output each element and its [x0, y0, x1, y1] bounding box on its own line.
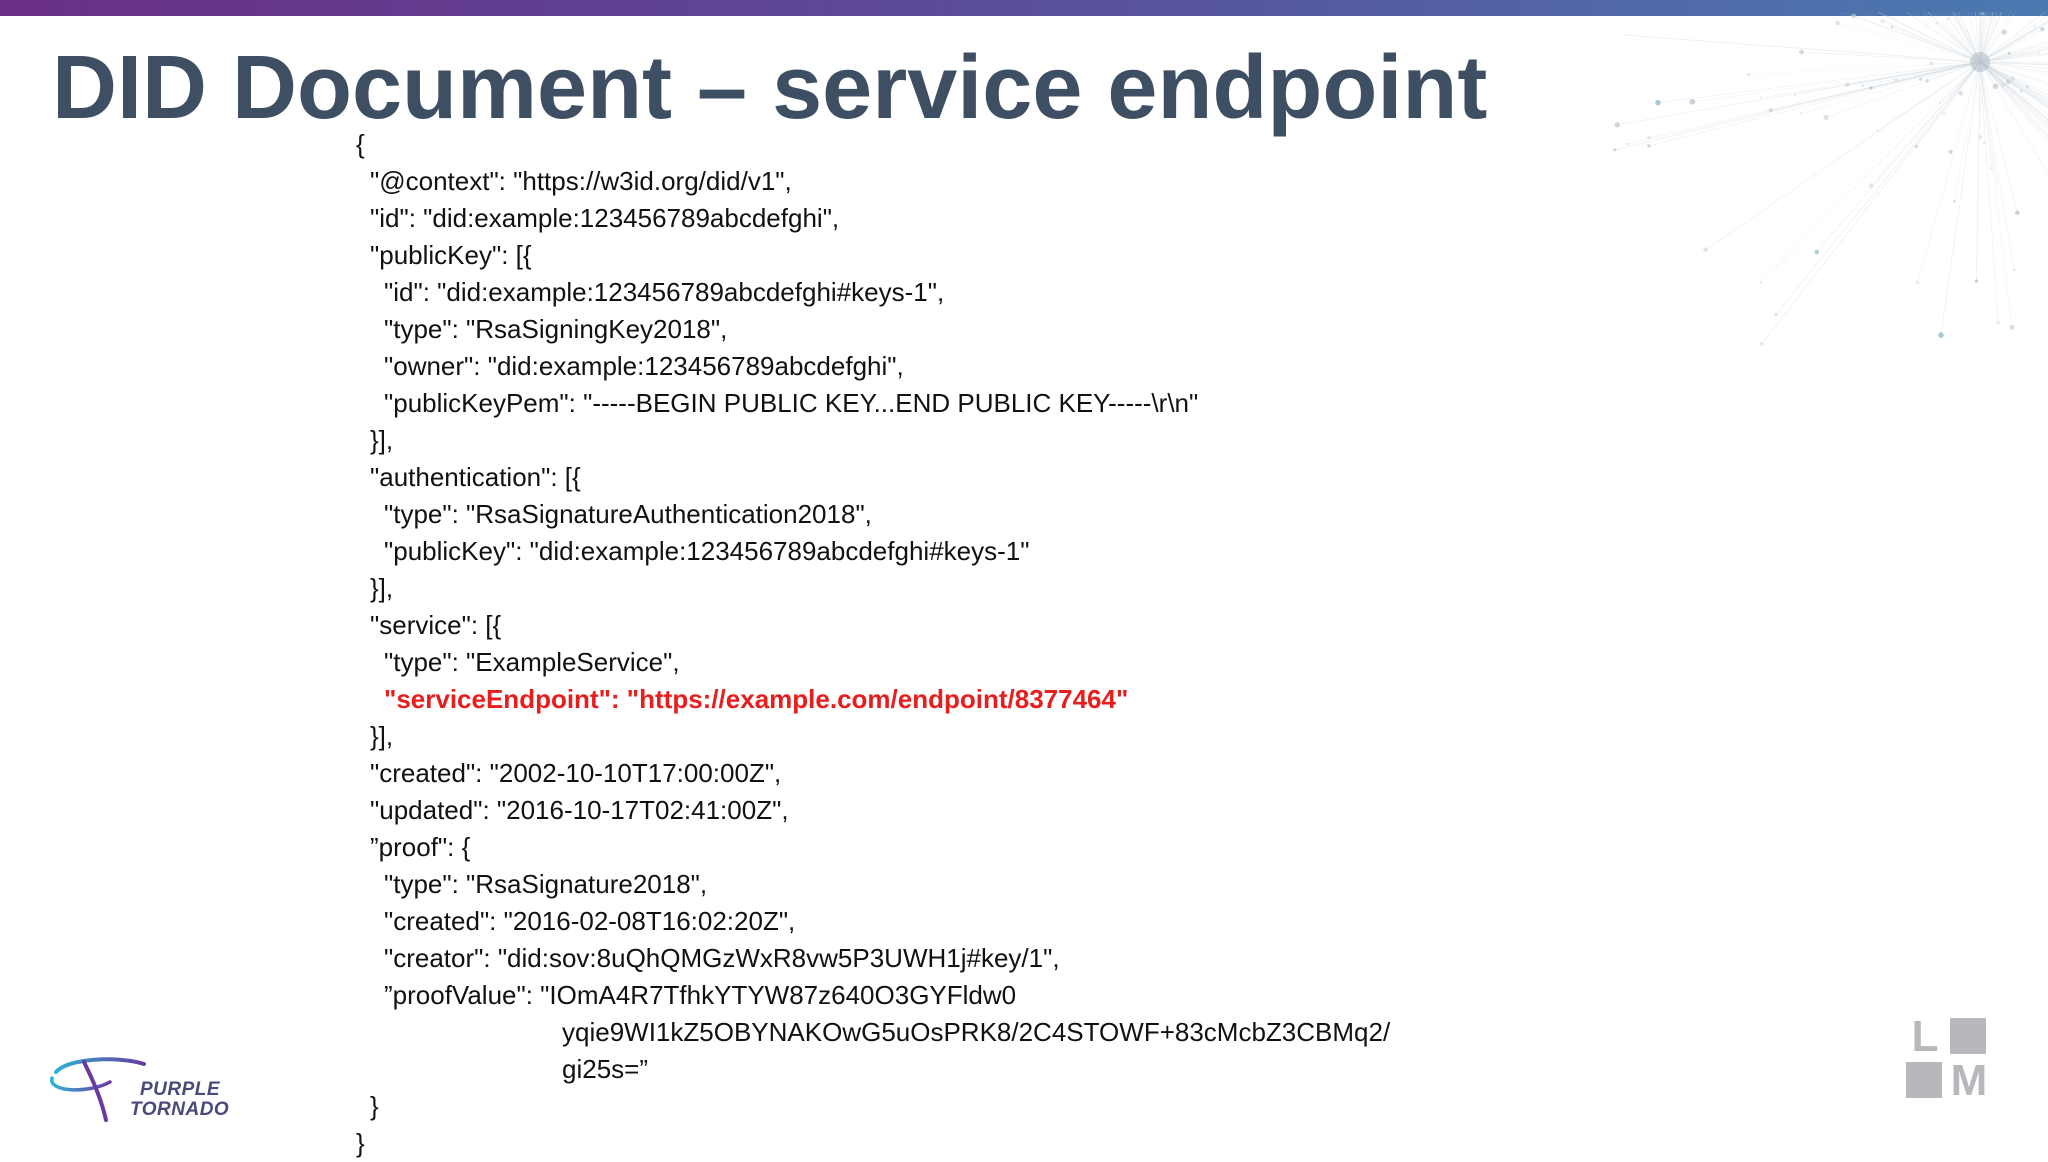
code-line: }: [356, 1125, 1390, 1162]
code-line: gi25s=”: [356, 1051, 1390, 1088]
code-line: yqie9WI1kZ5OBYNAKOwG5uOsPRK8/2C4STOWF+83…: [356, 1014, 1390, 1051]
code-line: "owner": "did:example:123456789abcdefghi…: [356, 348, 1390, 385]
code-line: }: [356, 1088, 1390, 1125]
network-starburst-decoration: [1580, 12, 2048, 482]
code-line: "authentication": [{: [356, 459, 1390, 496]
code-line: "id": "did:example:123456789abcdefghi",: [356, 200, 1390, 237]
lm-square-top-right: [1950, 1018, 1986, 1054]
logo-word-purple: PURPLE: [140, 1080, 220, 1100]
code-line: ”proof": {: [356, 829, 1390, 866]
logo-word-tornado: TORNADO: [130, 1100, 229, 1120]
code-line: ”proofValue": "IOmA4R7TfhkYTYW87z640O3GY…: [356, 977, 1390, 1014]
did-document-code-block: {"@context": "https://w3id.org/did/v1","…: [356, 126, 1390, 1162]
code-line: "creator": "did:sov:8uQhQMGzWxR8vw5P3UWH…: [356, 940, 1390, 977]
code-line-highlighted: "serviceEndpoint": "https://example.com/…: [356, 681, 1390, 718]
code-line: "publicKey": [{: [356, 237, 1390, 274]
code-line: "publicKeyPem": "-----BEGIN PUBLIC KEY..…: [356, 385, 1390, 422]
code-line: "type": "ExampleService",: [356, 644, 1390, 681]
code-line: }],: [356, 718, 1390, 755]
code-line: "service": [{: [356, 607, 1390, 644]
code-line: "type": "RsaSignatureAuthentication2018"…: [356, 496, 1390, 533]
lm-logo: L M: [1906, 1018, 1988, 1100]
code-line: "@context": "https://w3id.org/did/v1",: [356, 163, 1390, 200]
lm-letter-m: M: [1950, 1062, 1988, 1100]
code-line: "updated": "2016-10-17T02:41:00Z",: [356, 792, 1390, 829]
lm-square-bottom-left: [1906, 1062, 1942, 1098]
code-line: }],: [356, 422, 1390, 459]
code-line: "type": "RsaSignature2018",: [356, 866, 1390, 903]
code-line: "type": "RsaSigningKey2018",: [356, 311, 1390, 348]
code-line: "publicKey": "did:example:123456789abcde…: [356, 533, 1390, 570]
code-line: "created": "2016-02-08T16:02:20Z",: [356, 903, 1390, 940]
code-line: }],: [356, 570, 1390, 607]
code-line: "created": "2002-10-10T17:00:00Z",: [356, 755, 1390, 792]
lm-letter-l: L: [1906, 1018, 1944, 1056]
slide-title: DID Document – service endpoint: [52, 36, 1487, 140]
code-line: {: [356, 126, 1390, 163]
code-line: "id": "did:example:123456789abcdefghi#ke…: [356, 274, 1390, 311]
purple-tornado-logo: PURPLE TORNADO: [48, 1052, 238, 1124]
